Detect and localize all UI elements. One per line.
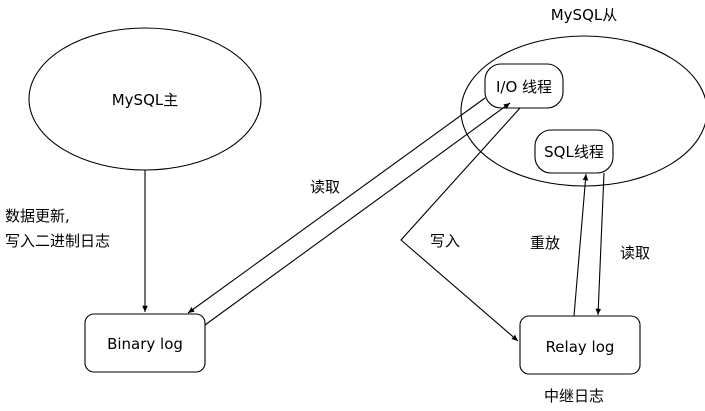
- io-thread-node: [484, 63, 564, 109]
- sql-thread-label: SQL线程: [544, 143, 604, 161]
- mysql-slave-label: MySQL从: [551, 6, 618, 24]
- sql-thread-node: [534, 129, 614, 174]
- io-to-relaylog-arrow: [400, 107, 521, 342]
- binlog-to-io-arrow: [204, 102, 511, 326]
- relay-log-label: Relay log: [546, 338, 615, 356]
- binary-log-label: Binary log: [107, 335, 183, 353]
- io-to-binlog-arrow: [187, 97, 486, 314]
- io-write-label: 写入: [430, 232, 460, 250]
- relaylog-to-sql-arrow: [573, 173, 589, 317]
- master-write-label-line1: 数据更新,: [5, 207, 70, 225]
- sql-replay-label: 重放: [530, 234, 560, 252]
- sql-read-label: 读取: [620, 244, 650, 262]
- sql-to-relaylog-arrow: [595, 172, 605, 316]
- mysql-master-label: MySQL主: [112, 91, 179, 109]
- relay-log-node: [519, 315, 641, 375]
- master-write-label-line2: 写入二进制日志: [5, 232, 110, 250]
- relay-log-caption: 中继日志: [544, 387, 604, 405]
- io-thread-label: I/O 线程: [496, 78, 552, 96]
- binary-log-node: [84, 313, 206, 373]
- io-read-label: 读取: [310, 178, 340, 196]
